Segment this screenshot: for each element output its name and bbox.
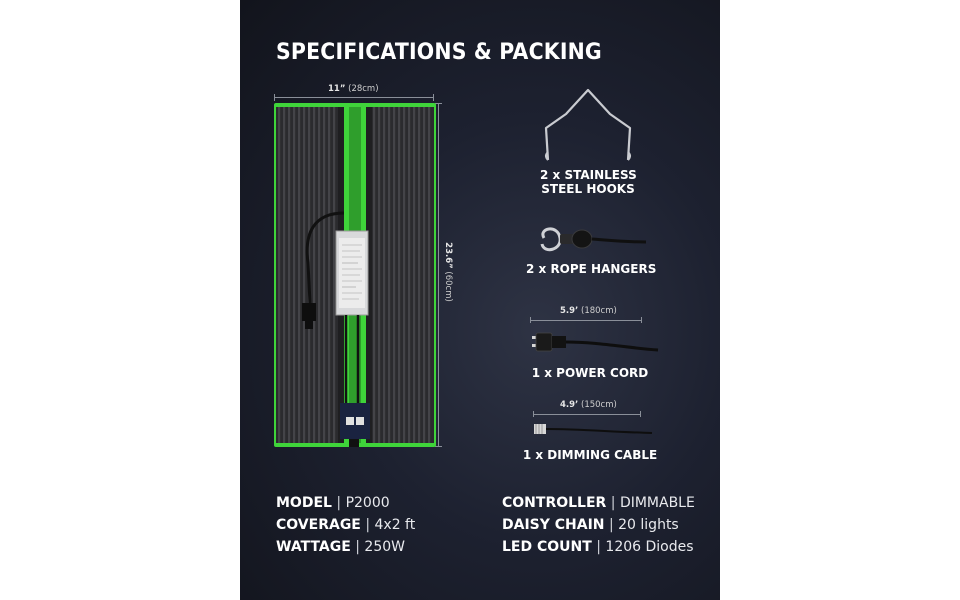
- hook-caption: 2 x STAINLESS STEEL HOOKS: [540, 168, 637, 196]
- spec-value: 20 lights: [618, 517, 679, 533]
- spec-wattage: WATTAGE | 250W: [276, 539, 405, 555]
- width-tick-left: [274, 94, 275, 101]
- dimming-cable-length-label: 4.9’ (150cm): [560, 400, 617, 410]
- dimming-cable-caption: 1 x DIMMING CABLE: [522, 448, 658, 462]
- spec-label: LED COUNT: [502, 539, 592, 555]
- hook-icon: [544, 88, 632, 161]
- power-cord-caption: 1 x POWER CORD: [531, 366, 649, 380]
- spec-controller: CONTROLLER | DIMMABLE: [502, 495, 695, 511]
- power-cord-length-ft: 5.9’: [560, 306, 579, 316]
- spec-separator: |: [596, 539, 601, 555]
- spec-value: P2000: [345, 495, 390, 511]
- width-cm: (28cm): [348, 84, 379, 94]
- height-tick-bottom: [435, 446, 442, 447]
- spec-model: MODEL | P2000: [276, 495, 390, 511]
- dimming-cable-length-line: [533, 414, 641, 415]
- spec-label: WATTAGE: [276, 539, 351, 555]
- spec-coverage: COVERAGE | 4x2 ft: [276, 517, 415, 533]
- product-spec-panel: SPECIFICATIONS & PACKING 11” (28cm) 23.6…: [240, 0, 720, 600]
- spec-separator: |: [355, 539, 360, 555]
- dimming-cable-tick-left: [533, 411, 534, 417]
- spec-separator: |: [608, 517, 614, 533]
- height-dimension-line: [438, 103, 439, 447]
- width-dimension-line: [274, 97, 434, 98]
- spec-label: CONTROLLER: [502, 495, 607, 511]
- spec-separator: |: [365, 517, 371, 533]
- power-cord-length-cm: (180cm): [581, 306, 617, 316]
- width-dimension-label: 11” (28cm): [328, 84, 379, 94]
- hook-caption-line1: 2 x STAINLESS: [540, 168, 637, 182]
- width-tick-right: [433, 94, 434, 101]
- power-cord-tick-left: [530, 317, 531, 323]
- power-cord-icon: [532, 332, 659, 352]
- spec-value: DIMMABLE: [619, 495, 695, 511]
- spec-separator: |: [336, 495, 342, 511]
- height-tick-top: [435, 103, 442, 104]
- page-title: SPECIFICATIONS & PACKING: [276, 40, 602, 65]
- spec-led-count: LED COUNT | 1206 Diodes: [502, 539, 694, 555]
- power-cord-length-line: [530, 320, 642, 321]
- spec-label: DAISY CHAIN: [502, 517, 605, 533]
- dimming-cable-tick-right: [640, 411, 641, 417]
- dimming-cable-icon: [534, 424, 653, 434]
- dimming-cable-length-cm: (150cm): [581, 400, 617, 410]
- spec-daisy-chain: DAISY CHAIN | 20 lights: [502, 517, 679, 533]
- height-dimension-label: 23.6” (60cm): [443, 242, 453, 302]
- dimming-cable-length-ft: 4.9’: [560, 400, 579, 410]
- spec-separator: |: [610, 495, 616, 511]
- power-cord-tick-right: [641, 317, 642, 323]
- spec-value: 250W: [364, 539, 405, 555]
- spec-value: 4x2 ft: [374, 517, 416, 533]
- spec-label: MODEL: [276, 495, 332, 511]
- height-cm: (60cm): [442, 271, 453, 302]
- rope-hanger-caption: 2 x ROPE HANGERS: [526, 262, 657, 276]
- power-cord-length-label: 5.9’ (180cm): [560, 306, 617, 316]
- width-inches: 11”: [328, 84, 346, 94]
- rope-hanger-icon: [540, 227, 647, 252]
- height-inches: 23.6”: [442, 242, 453, 269]
- grow-light-panel-image: [274, 103, 436, 447]
- spec-label: COVERAGE: [276, 517, 361, 533]
- spec-value: 1206 Diodes: [605, 539, 694, 555]
- hook-caption-line2: STEEL HOOKS: [541, 182, 635, 196]
